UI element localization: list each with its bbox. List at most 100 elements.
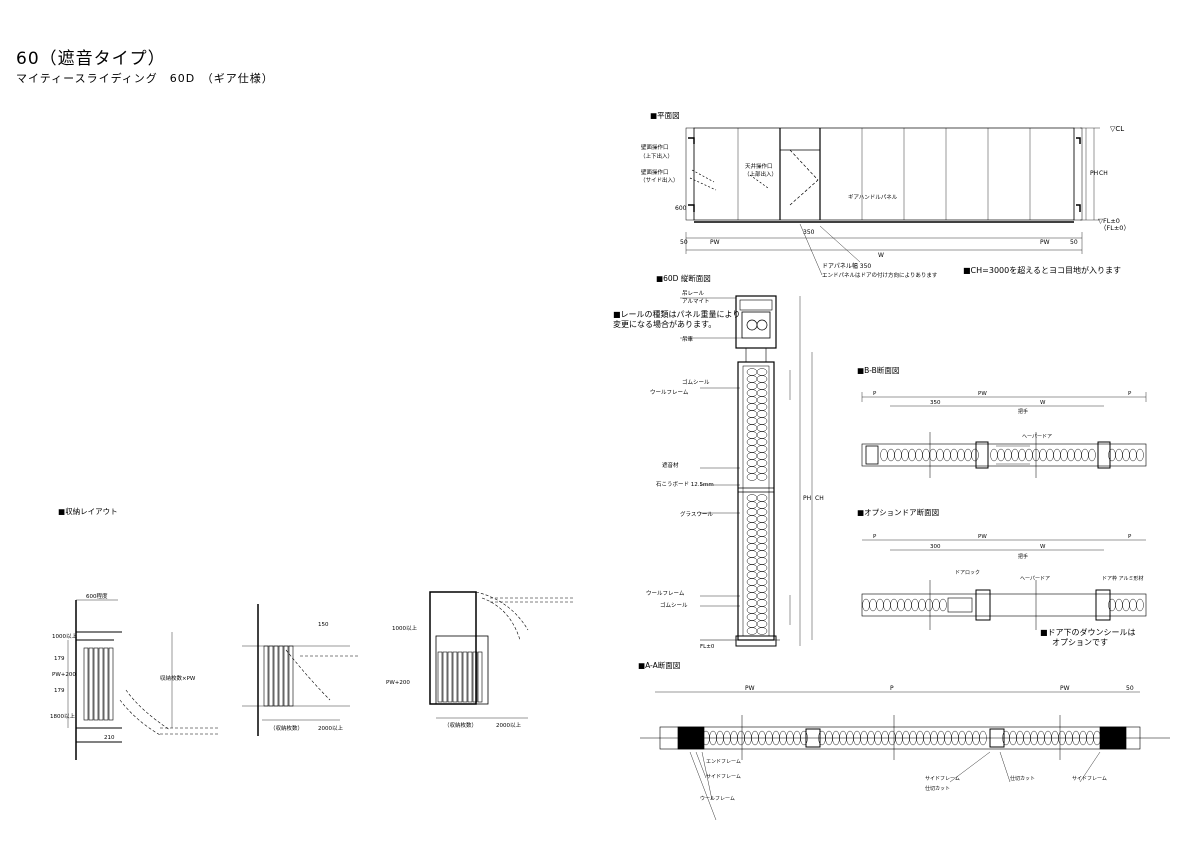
page-subtitle: マイティースライディング 60D （ギア仕様） — [16, 72, 274, 85]
s1-dim-600: 600程度 — [86, 592, 108, 600]
s3-dim-pw200: PW+200 — [386, 680, 410, 686]
aa-dim-50: 50 — [1126, 685, 1134, 692]
bb-section: P PW P 350 W 把手 ヘーパードア — [861, 391, 1147, 478]
wall-op-side-sub-label: （サイド出入） — [640, 176, 679, 184]
plan-section-title: ■平面図 — [650, 111, 680, 120]
storage-section-title: ■収納レイアウト — [58, 507, 118, 516]
bb-dim-p-right: P — [1128, 391, 1132, 397]
opt-dim-w: W — [1040, 544, 1046, 550]
plan-fl-paren-label: （FL±0） — [1100, 224, 1130, 232]
s1-dim-pw200: PW+200 — [52, 672, 76, 678]
s2-dim-count2: （収納枚数） — [270, 724, 303, 732]
s1-dim-179b: 179 — [54, 688, 65, 694]
aa-cut-label: 仕切カット — [925, 785, 950, 792]
storage-layout-1: 600程度 1000以上 PW+200 179 179 1800以上 210 収… — [50, 592, 220, 760]
s2-dim-2000: 2000以上 — [318, 724, 343, 732]
door-panel-note: ドアパネル幅 350 — [822, 262, 871, 270]
vertical-section: 吊レール アルマイト 吊車 ゴムシール ウールフレーム 遮音材 石こうボード 1… — [646, 290, 824, 650]
opt-dim-pw: PW — [978, 534, 987, 540]
opt-dim-p-right: P — [1128, 534, 1132, 540]
plan-dim-600: 600 — [675, 205, 687, 212]
vertical-bottom-frame-label: ウールフレーム — [646, 589, 685, 597]
opt-handle-label: 把手 — [1018, 553, 1028, 560]
s2-dim-150: 150 — [318, 622, 329, 628]
vertical-carrier-label: 吊車 — [682, 335, 694, 343]
opt-dim-300: 300 — [930, 544, 941, 550]
rail-note: ■レールの種類はパネル重量により — [613, 310, 741, 319]
bb-insulation — [880, 448, 1144, 462]
plan-view: ▽CL ▽FL±0 （FL±0） 壁面操作口 （上下出入） 壁面操作口 （サイド… — [640, 125, 1130, 279]
opt-dim-p-left: P — [873, 534, 877, 540]
s1-dim-1800: 1800以上 — [50, 712, 75, 720]
opt-door-label: ヘーパードア — [1020, 576, 1050, 582]
s1-dim-179a: 179 — [54, 656, 65, 662]
s1-dim-210: 210 — [104, 735, 115, 741]
vertical-core-label: 遮音材 — [662, 461, 679, 469]
plan-dim-ch: CH — [1099, 170, 1108, 177]
s3-dim-1000: 1000以上 — [392, 624, 417, 632]
plan-dim-350: 350 — [803, 229, 815, 236]
vertical-glasswool-label: グラスウール — [680, 510, 713, 518]
opt-frame-note: ドア枠 アルミ形材 — [1102, 575, 1144, 582]
aa-insulation — [702, 730, 1101, 746]
page-title: 60（遮音タイプ） — [16, 49, 166, 69]
aa-section: PW P PW 50 エンドフレーム サイドフレーム ウールフレーム サイドフレ… — [640, 685, 1170, 821]
aa-side-frame3-label: サイドフレーム — [1072, 776, 1107, 782]
vertical-dim-ch: CH — [815, 495, 824, 502]
aa-wool-frame-label: ウールフレーム — [700, 795, 735, 802]
aa-side-frame-label: サイドフレーム — [706, 774, 741, 780]
downseal-note-2: オプションです — [1052, 638, 1108, 647]
aa-end-frame-label: エンドフレーム — [706, 759, 741, 765]
bb-dim-pw: PW — [978, 391, 987, 397]
storage-layout-2: 150 （収納枚数） 2000以上 — [242, 604, 360, 736]
plan-panel-joints — [737, 128, 1031, 220]
s1-dim-1000: 1000以上 — [52, 632, 77, 640]
bb-dim-w: W — [1040, 400, 1046, 406]
vertical-section-title: ■60D 縦断面図 — [656, 274, 711, 283]
vertical-frame-label: ウールフレーム — [650, 388, 689, 396]
vertical-insulation — [746, 368, 768, 635]
bb-door-label: ヘーパードア — [1022, 434, 1052, 440]
aa-dim-pw-right: PW — [1060, 685, 1070, 692]
plan-acl-label: ▽CL — [1110, 125, 1124, 133]
rail-note-2: 変更になる場合があります。 — [613, 320, 717, 329]
gear-panel-label: ギアハンドルパネル — [848, 194, 898, 201]
plan-fl-label: ▽FL±0 — [1098, 217, 1120, 225]
storage-layout-3: （収納枚数） 2000以上 1000以上 PW+200 — [386, 591, 575, 729]
bb-dim-p-left: P — [873, 391, 877, 397]
wall-op-top-sub-label: （上下出入） — [640, 152, 673, 160]
end-panel-note: エンドパネルはドアの付け方向によりあります — [822, 271, 938, 279]
vertical-gypsum-label: 石こうボード 12.5mm — [656, 480, 714, 488]
bb-handle-label: 把手 — [1018, 408, 1028, 415]
aa-cut2-label: 仕切カット — [1010, 775, 1035, 782]
bb-dim-350: 350 — [930, 400, 941, 406]
wall-op-top-label: 壁面操作口 — [641, 143, 669, 151]
aa-dim-pw-left: PW — [745, 685, 755, 692]
optional-door-section-title: ■オプションドア断面図 — [857, 508, 940, 517]
vertical-seal-label: ゴムシール — [682, 378, 710, 386]
bb-section-title: ■B-B断面図 — [857, 366, 900, 375]
aa-section-title: ■A-A断面図 — [638, 661, 681, 670]
s1-dim-count: 収納枚数×PW — [160, 674, 196, 682]
plan-dim-pw-right: PW — [1040, 239, 1050, 246]
s3-dim-2000: 2000以上 — [496, 721, 521, 729]
opt-insulation — [862, 598, 1144, 612]
downseal-note: ■ドア下のダウンシールは — [1040, 628, 1136, 637]
vertical-bottom-seal-label: ゴムシール — [660, 601, 688, 609]
vertical-dim-ph: PH — [803, 495, 811, 502]
vertical-rail-cover-label: アルマイト — [682, 298, 709, 305]
vertical-floor-label: FL±0 — [700, 644, 715, 650]
ch-note: ■CH=3000を超えるとヨコ目地が入ります — [963, 266, 1121, 275]
optional-door-section: P PW P 300 W 把手 ヘーパードア ドアロック ドア枠 アルミ形材 — [861, 534, 1147, 630]
aa-dim-p: P — [890, 685, 894, 692]
s3-dim-count3: （収納枚数） — [444, 721, 477, 729]
ceiling-op-label: 天井操作口 — [745, 162, 773, 170]
plan-dim-w: W — [878, 252, 884, 259]
vertical-rail-label: 吊レール — [682, 290, 705, 297]
aa-side-frame2-label: サイドフレーム — [925, 776, 960, 782]
ceiling-op-sub-label: （上部出入） — [744, 170, 777, 178]
wall-op-side-label: 壁面操作口 — [641, 168, 669, 176]
plan-dim-50-left: 50 — [680, 239, 688, 246]
plan-dim-50-right: 50 — [1070, 239, 1078, 246]
